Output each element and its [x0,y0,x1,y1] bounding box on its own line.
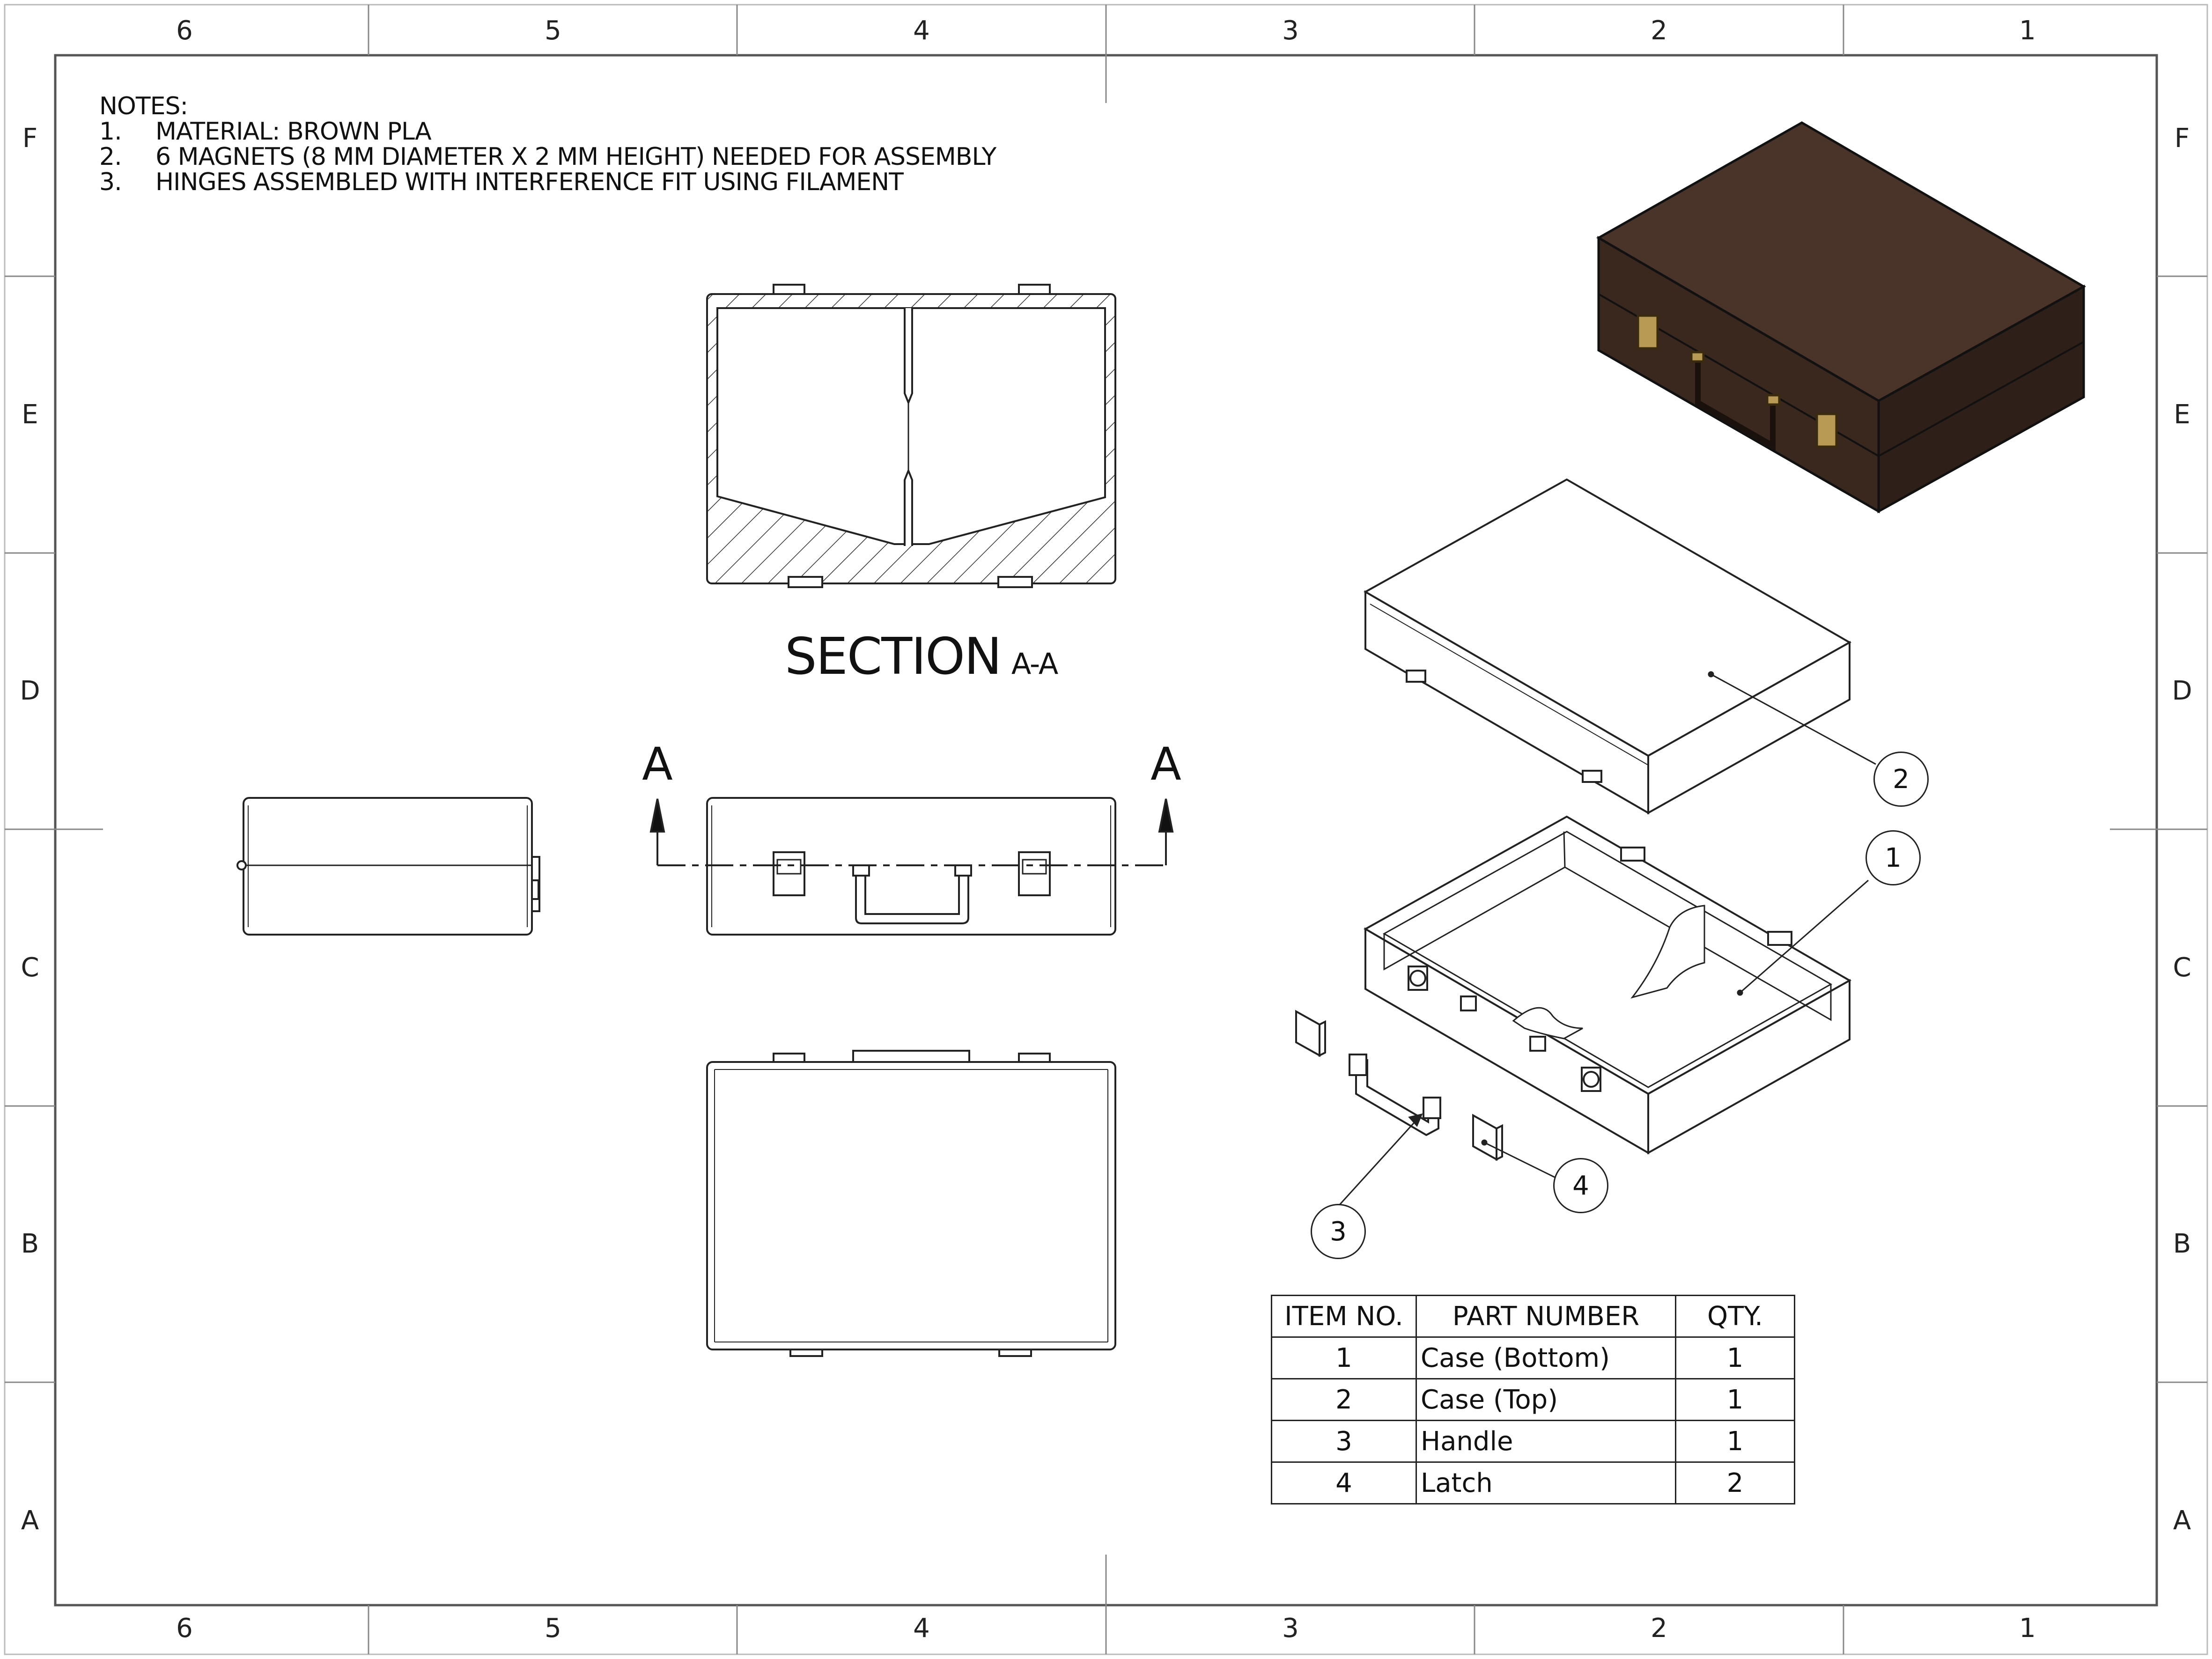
bom-cell-part: Case (Top) [1416,1378,1676,1421]
note-text: MATERIAL: BROWN PLA [155,118,432,146]
section-arrow-letter-right: A [1150,738,1181,790]
zone-row-left-C: C [21,952,39,983]
note-text: 6 MAGNETS (8 MM DIAMETER X 2 MM HEIGHT) … [155,143,996,171]
section-arrow-letter-left: A [642,738,673,790]
bom-cell-item: 2 [1271,1378,1417,1421]
balloon-callout-4: 4 [1553,1158,1608,1213]
balloon-callout-1: 1 [1865,830,1921,885]
bom-cell-item: 1 [1271,1336,1417,1379]
zone-col-bottom-6: 6 [176,1613,193,1644]
zone-col-bottom-4: 4 [913,1613,930,1644]
zone-row-right-E: E [2174,399,2190,430]
bom-cell-qty: 1 [1675,1420,1795,1463]
bom-header-item-no: ITEM NO. [1271,1295,1417,1338]
zone-row-right-A: A [2173,1505,2191,1536]
bom-cell-part: Handle [1416,1420,1676,1463]
note-number: 1. [99,118,122,146]
zone-col-top-1: 1 [2019,15,2036,46]
zone-row-left-E: E [22,399,38,430]
zone-col-bottom-1: 1 [2019,1613,2036,1644]
note-item: 3. HINGES ASSEMBLED WITH INTERFERENCE FI… [99,170,996,195]
zone-row-right-B: B [2173,1229,2191,1259]
zone-row-right-F: F [2174,123,2190,154]
zone-col-top-2: 2 [1651,15,1667,46]
zone-col-top-4: 4 [913,15,930,46]
section-cut-line [649,798,1174,866]
balloon-callout-2: 2 [1873,752,1929,807]
zone-col-top-3: 3 [1282,15,1299,46]
bom-cell-qty: 2 [1675,1461,1795,1504]
zone-col-bottom-2: 2 [1651,1613,1667,1644]
zone-ticks [5,5,2207,1654]
bom-row: 4 Latch 2 [1271,1461,1795,1504]
zone-col-bottom-5: 5 [545,1613,561,1644]
bom-row: 3 Handle 1 [1271,1420,1795,1463]
side-view [236,797,540,936]
exploded-lid [1363,478,1852,815]
bill-of-materials-table: ITEM NO. PART NUMBER QTY. 1 Case (Bottom… [1271,1295,1795,1504]
zone-row-left-D: D [20,676,40,706]
exploded-latches [1295,1010,1503,1161]
top-view [706,1050,1116,1357]
bom-cell-part: Latch [1416,1461,1676,1504]
leader-lines [1337,671,1876,1207]
note-number: 2. [99,143,122,171]
bom-header-part-number: PART NUMBER [1416,1295,1676,1338]
bom-header-qty: QTY. [1675,1295,1795,1338]
exploded-handle [1349,1054,1441,1136]
bom-header-row: ITEM NO. PART NUMBER QTY. [1271,1295,1795,1338]
balloon-callout-3: 3 [1311,1204,1366,1259]
exploded-case-bottom [1363,815,1852,1155]
notes-block: NOTES: 1. MATERIAL: BROWN PLA 2. 6 MAGNE… [99,94,996,195]
note-item: 1. MATERIAL: BROWN PLA [99,119,996,144]
zone-col-bottom-3: 3 [1282,1613,1299,1644]
bom-cell-part: Case (Bottom) [1416,1336,1676,1379]
bom-cell-item: 3 [1271,1420,1417,1463]
note-number: 3. [99,168,122,196]
section-title-label: A-A [1011,647,1058,681]
note-item: 2. 6 MAGNETS (8 MM DIAMETER X 2 MM HEIGH… [99,144,996,170]
notes-heading: NOTES: [99,92,188,120]
zone-row-left-F: F [22,123,38,154]
note-text: HINGES ASSEMBLED WITH INTERFERENCE FIT U… [155,168,904,196]
zone-col-top-6: 6 [176,15,193,46]
zone-row-right-C: C [2173,952,2191,983]
zone-row-left-A: A [21,1505,39,1536]
rendered-case-isometric [1596,121,2087,514]
section-title: SECTION A-A [785,627,1058,686]
zone-row-right-D: D [2172,676,2192,706]
zone-col-top-5: 5 [545,15,561,46]
section-view-a-a [706,284,1116,588]
section-title-word: SECTION [785,627,1002,686]
bom-cell-qty: 1 [1675,1336,1795,1379]
zone-row-left-B: B [21,1229,39,1259]
bom-row: 1 Case (Bottom) 1 [1271,1336,1795,1379]
bom-row: 2 Case (Top) 1 [1271,1378,1795,1421]
bom-cell-qty: 1 [1675,1378,1795,1421]
bom-cell-item: 4 [1271,1461,1417,1504]
